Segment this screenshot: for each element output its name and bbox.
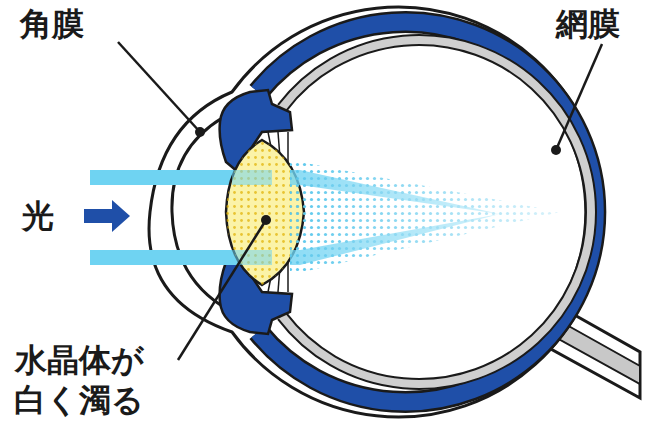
leader-line	[118, 42, 200, 132]
leader-dot	[551, 145, 561, 155]
leader-line	[556, 44, 602, 150]
part-label: 角膜	[20, 4, 84, 44]
retina	[282, 40, 591, 384]
light-beam	[90, 250, 240, 265]
leader-dot	[195, 127, 205, 137]
light-beam	[90, 170, 240, 185]
leader-dot	[261, 215, 271, 225]
retina-outline	[282, 40, 591, 384]
choroid	[258, 22, 595, 402]
callout-label: 水晶体が 白く濁る	[6, 340, 144, 420]
part-label: 網膜	[556, 4, 620, 44]
light-arrow	[84, 200, 130, 232]
cornea	[172, 118, 222, 306]
sclera	[149, 7, 603, 417]
light-beam	[232, 170, 272, 185]
light-label: 光	[22, 196, 54, 236]
leader-line	[178, 220, 266, 360]
choroid-outline	[258, 22, 595, 402]
converging-light	[272, 160, 560, 275]
